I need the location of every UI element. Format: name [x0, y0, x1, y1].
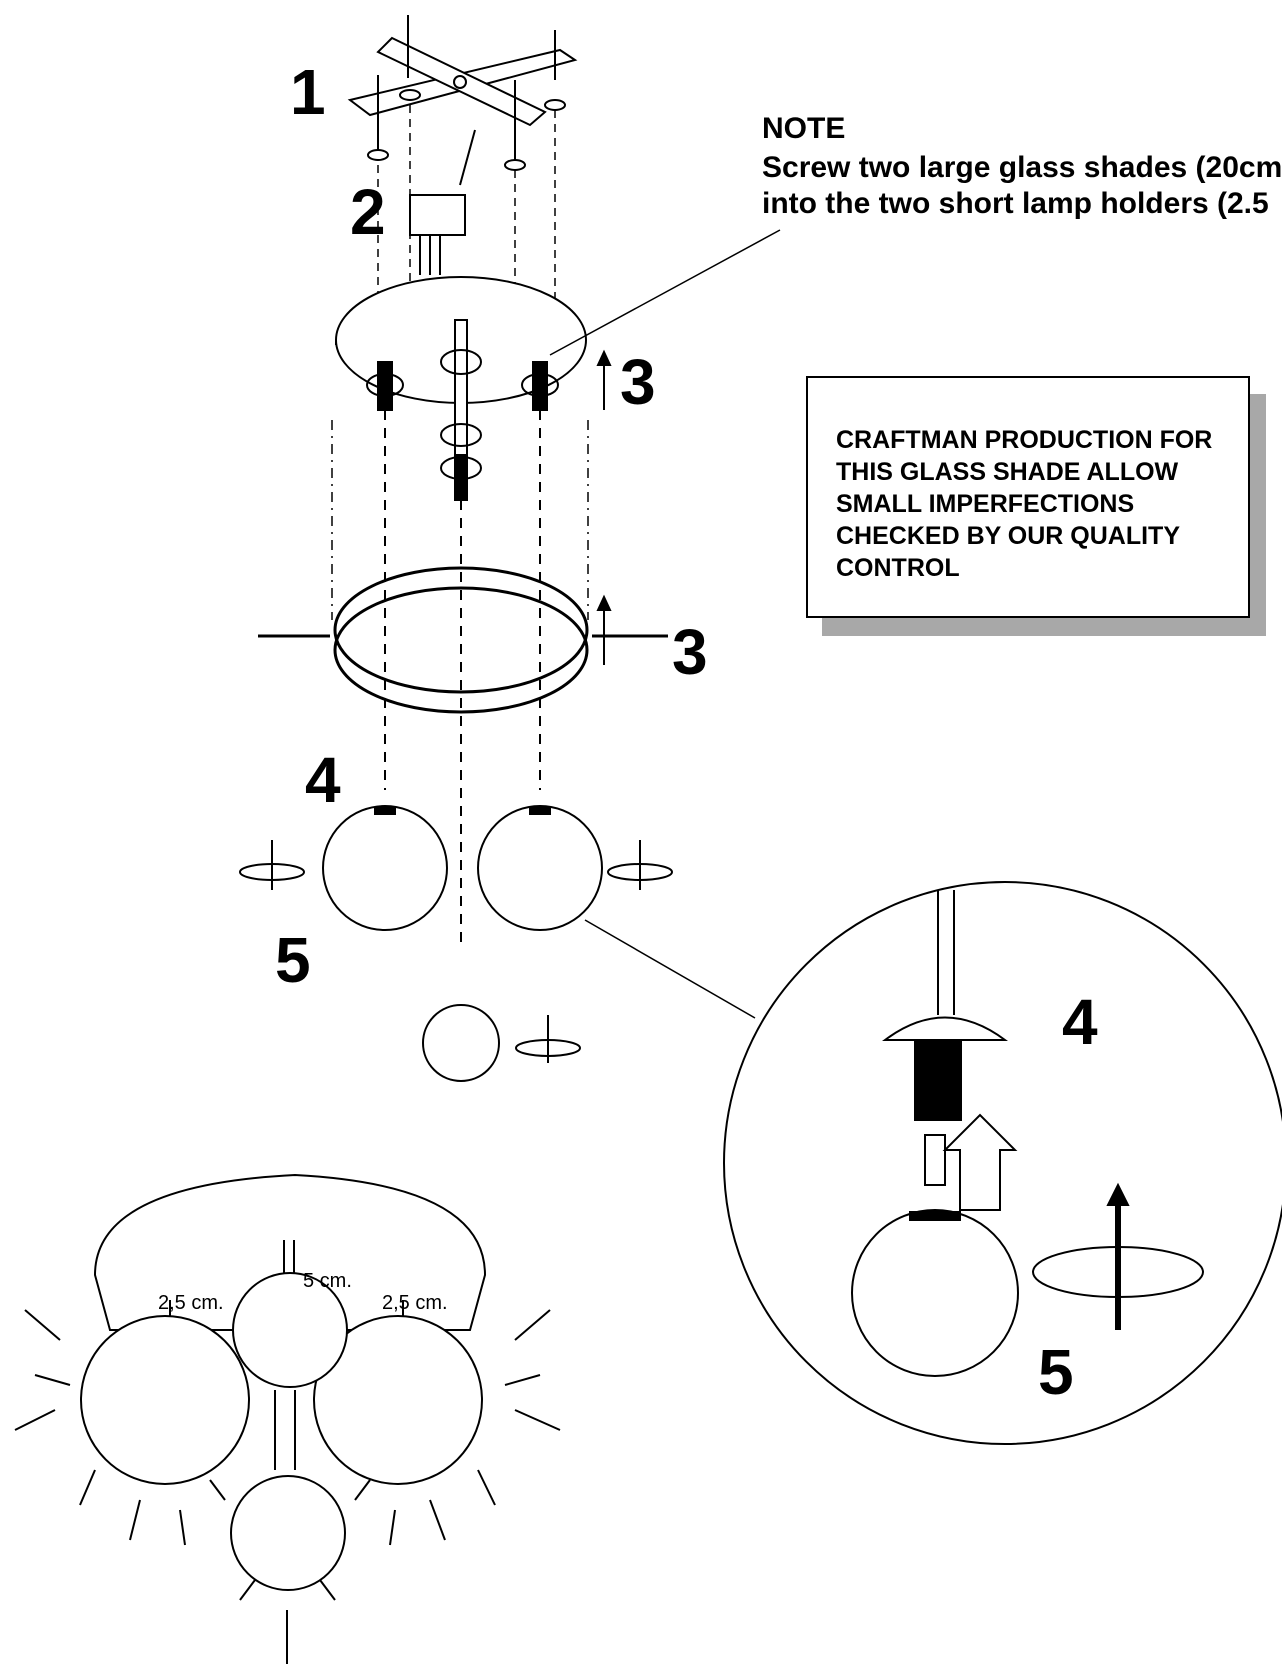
note-line-2: into the two short lamp holders (2.5	[762, 187, 1269, 220]
light-rays	[14, 1309, 561, 1664]
decorative-ring	[333, 566, 589, 714]
dimension-left: 2,5 cm.	[158, 1292, 224, 1314]
note-pointer	[549, 229, 781, 356]
note-line-1: Screw two large glass shades (20cm	[762, 151, 1282, 184]
canopy-plate	[335, 276, 587, 501]
step-5-label: 5	[275, 924, 311, 996]
detail-zoom-circle	[723, 881, 1282, 1445]
step-3-label-side: 3	[672, 616, 708, 688]
step-4-detail-label: 4	[1062, 986, 1098, 1058]
glass-shades	[322, 805, 603, 1082]
step-3-label-top: 3	[620, 346, 656, 418]
wire-connector	[409, 129, 476, 275]
note-title: NOTE	[762, 112, 846, 145]
step-4-label: 4	[305, 744, 341, 816]
rotate-icons	[239, 840, 673, 1063]
step-2-label: 2	[350, 176, 386, 248]
step-1-label: 1	[290, 56, 326, 128]
quality-notice-text: CRAFTMAN PRODUCTION FOR THIS GLASS SHADE…	[836, 426, 1213, 582]
dimension-center: 5 cm.	[303, 1270, 352, 1292]
up-arrows	[596, 349, 612, 665]
quality-notice-box: CRAFTMAN PRODUCTION FOR THIS GLASS SHADE…	[806, 376, 1250, 618]
assembled-fixture	[14, 1173, 561, 1664]
dimension-right: 2,5 cm.	[382, 1292, 448, 1314]
step-5-detail-label: 5	[1038, 1336, 1074, 1408]
mounting-bracket	[347, 15, 578, 171]
note-body: Screw two large glass shades (20cm into …	[762, 150, 1282, 222]
